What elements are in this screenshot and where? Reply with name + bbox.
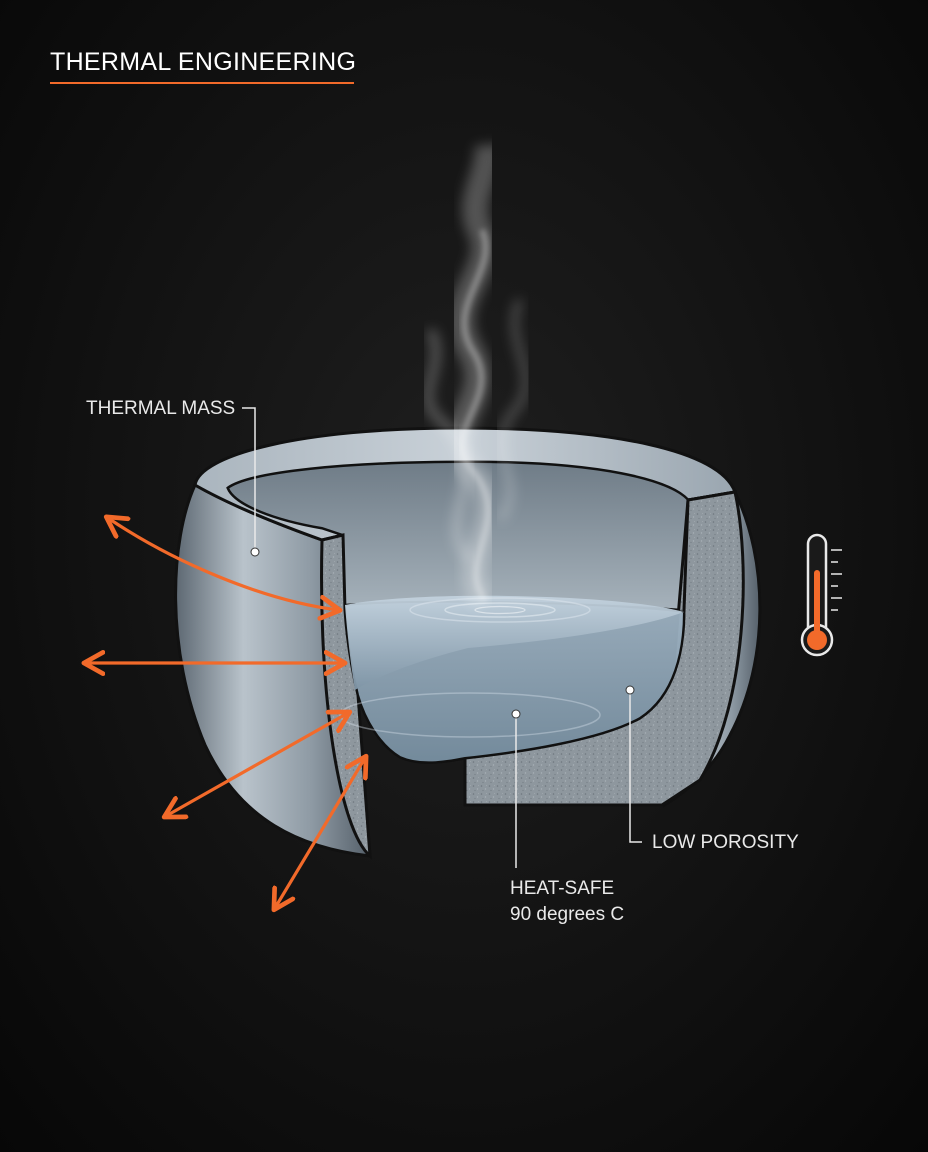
leader-dot (251, 548, 259, 556)
callout-low-porosity: LOW POROSITY (652, 830, 799, 856)
leader-dot (626, 686, 634, 694)
callout-thermal-mass: THERMAL MASS (86, 396, 235, 422)
leader-dot (512, 710, 520, 718)
callout-heat-safe-title: HEAT-SAFE (510, 876, 614, 902)
callout-heat-safe-value: 90 degrees C (510, 902, 624, 928)
thermometer-icon (802, 535, 842, 655)
